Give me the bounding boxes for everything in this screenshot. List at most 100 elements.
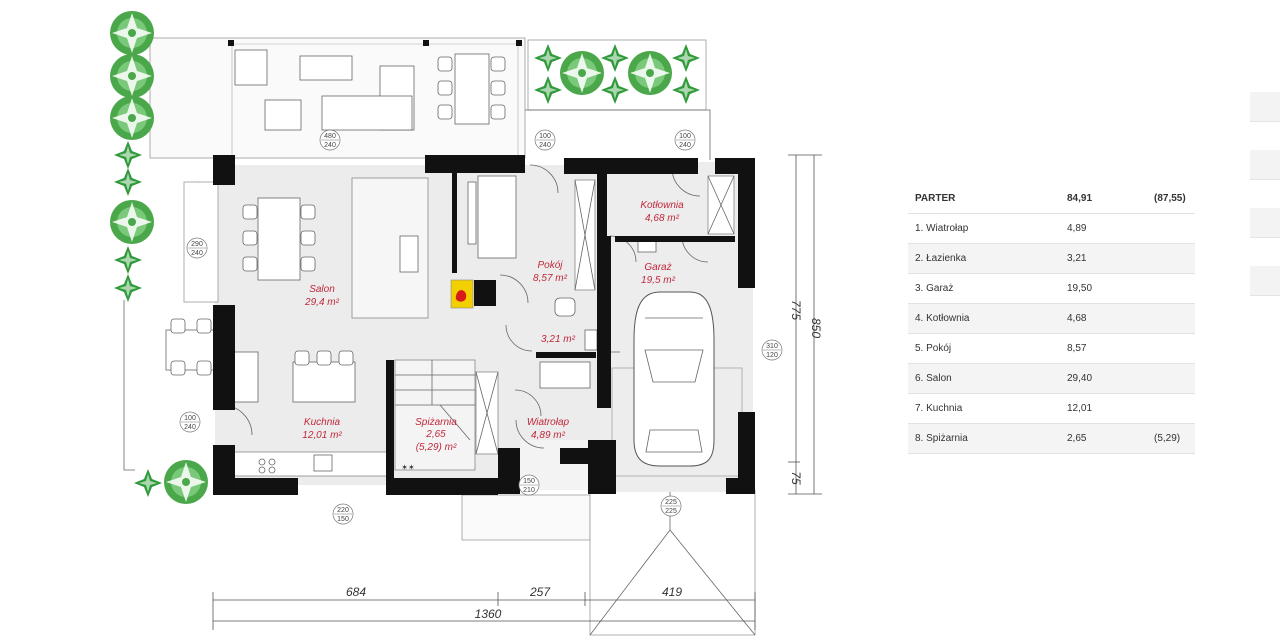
- room-area: 29,4 m²: [304, 297, 340, 308]
- room-area: 19,50: [1060, 273, 1147, 304]
- room-area: 2,65: [425, 429, 446, 440]
- room-name: Wiatrołap: [527, 417, 570, 428]
- dim-right-75: 75: [789, 471, 803, 485]
- terrace: [123, 37, 756, 636]
- dim-right-850: 850: [809, 318, 823, 338]
- floor-area-2: (87,55): [1147, 184, 1195, 214]
- side-tab[interactable]: [1250, 208, 1280, 238]
- dimension-lines: 684 257 419 1360 775 850 75: [212, 154, 823, 630]
- room-name: Spiżarnia: [415, 417, 457, 428]
- room-area: 4,68 m²: [645, 213, 680, 224]
- room-area: 19,5 m²: [641, 275, 676, 286]
- room-area: 4,68: [1060, 303, 1147, 334]
- room-name: Kuchnia: [304, 417, 341, 428]
- table-row: 6. Salon 29,40: [908, 363, 1195, 394]
- furniture: ✶✶: [165, 197, 474, 477]
- svg-text:100: 100: [539, 133, 551, 140]
- svg-text:150: 150: [523, 478, 535, 485]
- svg-text:100: 100: [679, 133, 691, 140]
- svg-text:225: 225: [665, 508, 677, 515]
- room-area-2: [1147, 363, 1195, 394]
- room-area: 29,40: [1060, 363, 1147, 394]
- room-area-2: [1147, 393, 1195, 424]
- svg-text:240: 240: [539, 142, 551, 149]
- room-area: 2,65: [1060, 423, 1147, 454]
- svg-text:150: 150: [337, 516, 349, 523]
- room-area: 8,57 m²: [533, 273, 568, 284]
- table-header-row: PARTER 84,91 (87,55): [908, 184, 1195, 214]
- walls: [213, 155, 755, 495]
- room-label: 5. Pokój: [908, 333, 1060, 364]
- room-labels: Salon 29,4 m² Kuchnia 12,01 m² Spiżarnia…: [302, 200, 684, 453]
- room-area-2: [1147, 273, 1195, 304]
- stove-icon: [450, 279, 474, 309]
- car-icon: [611, 291, 743, 477]
- svg-text:310: 310: [766, 343, 778, 350]
- room-area: 4,89 m²: [531, 430, 566, 441]
- svg-text:240: 240: [184, 424, 196, 431]
- table-row: 8. Spiżarnia 2,65 (5,29): [908, 423, 1195, 454]
- table-row: 2. Łazienka 3,21: [908, 243, 1195, 274]
- room-area: 12,01: [1060, 393, 1147, 424]
- dim-right-775: 775: [789, 300, 803, 320]
- floor-name: PARTER: [908, 184, 1060, 214]
- room-area-2: (5,29) m²: [416, 442, 457, 453]
- svg-text:✶✶: ✶✶: [401, 463, 414, 472]
- room-area-2: [1147, 243, 1195, 274]
- dim-bottom-1: 684: [346, 585, 366, 599]
- svg-text:290: 290: [191, 241, 203, 248]
- svg-text:225: 225: [665, 499, 677, 506]
- side-tab[interactable]: [1250, 92, 1280, 122]
- dim-bottom-2: 257: [529, 585, 551, 599]
- side-tab[interactable]: [1250, 266, 1280, 296]
- svg-text:480: 480: [324, 133, 336, 140]
- svg-text:210: 210: [523, 487, 535, 494]
- table-row: 7. Kuchnia 12,01: [908, 393, 1195, 424]
- floor-plan: ✶✶ Salon: [110, 11, 823, 636]
- room-name: Salon: [309, 284, 335, 295]
- table-row: 1. Wiatrołap 4,89: [908, 213, 1195, 244]
- dim-bottom-3: 419: [662, 585, 682, 599]
- room-area: 4,89: [1060, 213, 1147, 244]
- svg-text:100: 100: [184, 415, 196, 422]
- room-area-2: (5,29): [1147, 423, 1195, 454]
- room-area: 3,21 m²: [541, 334, 576, 345]
- table-row: 5. Pokój 8,57: [908, 333, 1195, 364]
- side-tab[interactable]: [1250, 150, 1280, 180]
- svg-text:240: 240: [679, 142, 691, 149]
- room-label: 2. Łazienka: [908, 243, 1060, 274]
- svg-text:240: 240: [324, 142, 336, 149]
- table-row: 4. Kotłownia 4,68: [908, 303, 1195, 334]
- svg-text:120: 120: [766, 352, 778, 359]
- room-area-2: [1147, 333, 1195, 364]
- room-area: 12,01 m²: [302, 430, 342, 441]
- area-table: PARTER 84,91 (87,55) 1. Wiatrołap 4,89 2…: [908, 184, 1195, 454]
- room-label: 1. Wiatrołap: [908, 213, 1060, 244]
- table-row: 3. Garaż 19,50: [908, 273, 1195, 304]
- svg-text:240: 240: [191, 250, 203, 257]
- floor-area: 84,91: [1060, 184, 1147, 214]
- room-label: 6. Salon: [908, 363, 1060, 394]
- room-area-2: [1147, 213, 1195, 244]
- room-name: Pokój: [537, 260, 563, 271]
- room-name: Kotłownia: [640, 200, 684, 211]
- room-label: 8. Spiżarnia: [908, 423, 1060, 454]
- room-label: 3. Garaż: [908, 273, 1060, 304]
- svg-text:220: 220: [337, 507, 349, 514]
- room-name: Garaż: [644, 262, 671, 273]
- room-label: 4. Kotłownia: [908, 303, 1060, 334]
- room-area: 8,57: [1060, 333, 1147, 364]
- room-label: 7. Kuchnia: [908, 393, 1060, 424]
- dim-bottom-total: 1360: [475, 607, 502, 621]
- room-area: 3,21: [1060, 243, 1147, 274]
